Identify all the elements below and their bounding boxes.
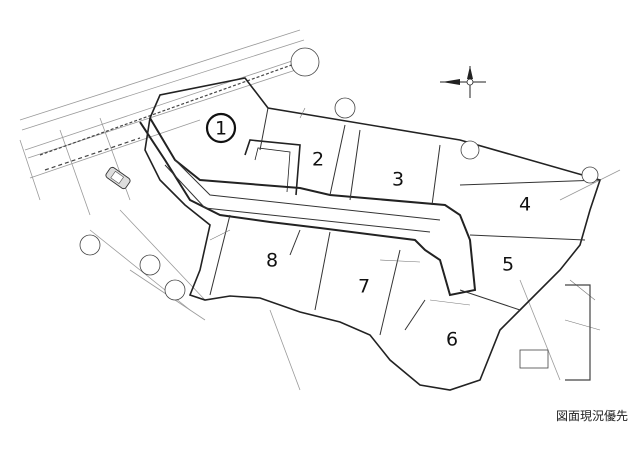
lot-1-marker: 1 — [205, 112, 237, 144]
lot-6-label: 6 — [446, 329, 458, 351]
street-hatching — [39, 61, 301, 171]
lot-lines — [209, 107, 601, 336]
north-arrow-icon — [440, 66, 486, 98]
neighbour-building — [519, 284, 591, 381]
dimension-marks — [209, 107, 601, 331]
site-boundary — [144, 77, 602, 391]
street-lines — [19, 29, 621, 391]
survey-stamps — [79, 47, 599, 301]
lot-1-label: 1 — [215, 118, 227, 140]
lot-8-label: 8 — [266, 250, 278, 272]
lot-4-label: 4 — [519, 194, 531, 216]
map-caption: 図面現況優先 — [555, 409, 628, 423]
lot-2-label: 2 — [312, 149, 324, 171]
lot-7-label: 7 — [358, 276, 370, 298]
access-road — [139, 117, 477, 297]
lot-5-label: 5 — [502, 254, 514, 276]
car-icon — [105, 166, 131, 190]
road-notch — [244, 139, 301, 196]
lot-3-label: 3 — [392, 169, 404, 191]
